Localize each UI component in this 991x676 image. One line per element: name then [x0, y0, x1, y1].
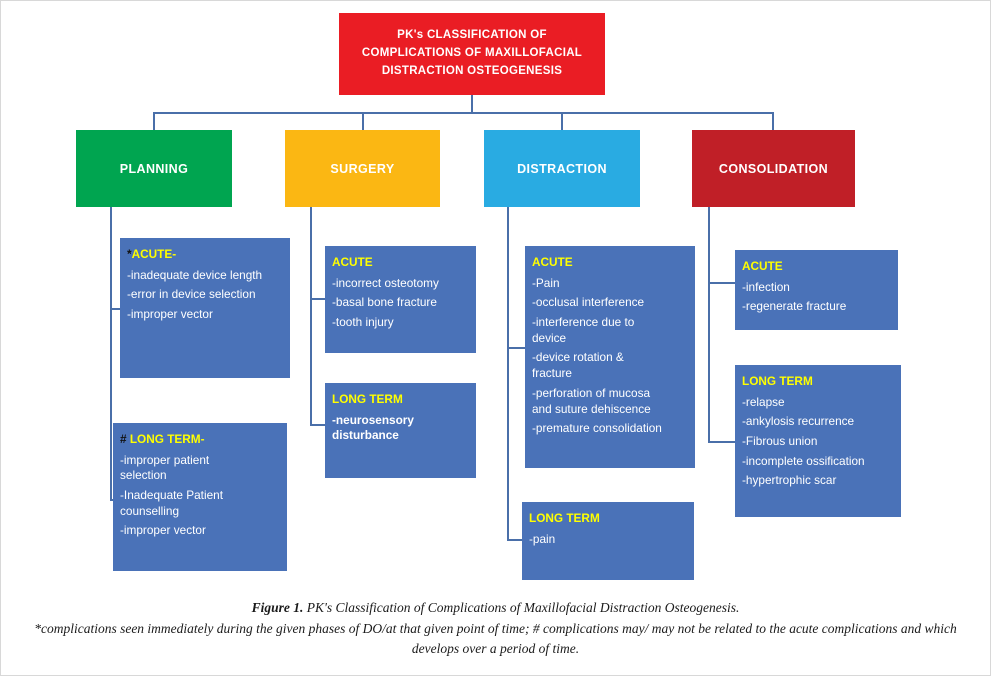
connector-distraction-long — [507, 539, 525, 541]
detail-item: -regenerate fracture — [742, 299, 847, 314]
detail-heading: ACUTE — [332, 255, 373, 269]
connector-planning-acute — [110, 308, 122, 310]
phase-box-consolidation[interactable]: CONSOLIDATION — [692, 130, 855, 207]
phase-box-planning[interactable]: PLANNING — [76, 130, 232, 207]
detail-box-distraction-acute[interactable]: ACUTE -Pain -occlusal interference -inte… — [525, 246, 695, 468]
detail-heading: # LONG TERM- — [120, 432, 281, 448]
detail-item: -improper patient selection — [120, 452, 210, 483]
detail-heading: ACUTE — [742, 259, 783, 273]
detail-heading: LONG TERM — [529, 511, 600, 525]
detail-heading: LONG TERM — [332, 392, 403, 406]
connector-consolidation-spine — [708, 207, 710, 442]
connector-surgery-acute — [310, 298, 327, 300]
connector-horizontal-bus — [153, 112, 773, 114]
detail-item: -tooth injury — [332, 315, 394, 330]
detail-item: -perforation of mucosa and suture dehisc… — [532, 385, 651, 416]
detail-item: -Inadequate Patient counselling — [120, 488, 223, 518]
phase-box-surgery[interactable]: SURGERY — [285, 130, 440, 207]
detail-heading: LONG TERM — [742, 374, 813, 388]
detail-item: -basal bone fracture — [332, 295, 437, 310]
connector-consolidation-long — [708, 441, 736, 443]
acute-marker: * — [127, 247, 132, 261]
detail-item: -improper vector — [120, 523, 206, 538]
caption-line-1: Figure 1. PK's Classification of Complic… — [14, 598, 977, 619]
detail-item: -inadequate device length — [127, 267, 263, 282]
chart-title-text: PK's CLASSIFICATION OF COMPLICATIONS OF … — [362, 27, 582, 80]
detail-box-consolidation-acute[interactable]: ACUTE -infection -regenerate fracture — [735, 250, 898, 330]
title-line-1: PK's CLASSIFICATION OF — [397, 29, 547, 42]
detail-item: -ankylosis recurrence — [742, 414, 855, 429]
detail-box-planning-acute[interactable]: *ACUTE- -inadequate device length -error… — [120, 238, 290, 378]
detail-item: -device rotation & fracture — [532, 350, 624, 381]
detail-item: -Fibrous union — [742, 434, 818, 449]
detail-item: -relapse — [742, 394, 785, 409]
caption-line-2: *complications seen immediately during t… — [34, 620, 957, 657]
detail-box-planning-longterm[interactable]: # LONG TERM- -improper patient selection… — [113, 423, 287, 571]
detail-heading: ACUTE — [532, 255, 573, 269]
detail-item: -Pain — [532, 275, 560, 290]
connector-to-distraction — [561, 112, 563, 131]
connector-surgery-long — [310, 424, 327, 426]
connector-to-surgery — [362, 112, 364, 131]
phase-label-planning: PLANNING — [119, 161, 189, 176]
connector-title-down — [471, 95, 473, 113]
connector-to-consolidation — [772, 112, 774, 131]
detail-item: -interference due to device — [532, 315, 635, 345]
connector-consolidation-acute — [708, 282, 736, 284]
detail-item: -premature consolidation — [532, 421, 662, 436]
detail-item: -neurosensory disturbance — [332, 412, 414, 443]
connector-surgery-spine — [310, 207, 312, 425]
detail-item: -occlusal interference — [532, 295, 645, 310]
detail-item: -improper vector — [127, 307, 213, 322]
flowchart-canvas: PK's CLASSIFICATION OF COMPLICATIONS OF … — [76, 13, 901, 580]
connector-distraction-spine — [507, 207, 509, 540]
detail-heading-text: LONG TERM- — [126, 432, 205, 446]
connector-planning-long — [110, 499, 115, 501]
detail-box-consolidation-longterm[interactable]: LONG TERM -relapse -ankylosis recurrence… — [735, 365, 901, 517]
detail-item: -error in device selection — [127, 287, 256, 302]
connector-to-planning — [153, 112, 155, 131]
detail-box-surgery-acute[interactable]: ACUTE -incorrect osteotomy -basal bone f… — [325, 246, 476, 353]
title-line-3: DISTRACTION OSTEOGENESIS — [381, 64, 563, 77]
detail-item: -incorrect osteotomy — [332, 275, 439, 290]
detail-item: -pain — [529, 531, 556, 546]
caption-title: PK's Classification of Complications of … — [303, 600, 740, 615]
title-line-2: COMPLICATIONS OF MAXILLOFACIAL — [361, 47, 583, 60]
figure-caption: Figure 1. PK's Classification of Complic… — [0, 598, 991, 660]
detail-item: -hypertrophic scar — [742, 473, 837, 488]
detail-box-distraction-longterm[interactable]: LONG TERM -pain — [522, 502, 694, 580]
phase-box-distraction[interactable]: DISTRACTION — [484, 130, 640, 207]
connector-planning-spine — [110, 207, 112, 500]
detail-heading: *ACUTE- — [127, 247, 284, 263]
detail-box-surgery-longterm[interactable]: LONG TERM -neurosensory disturbance — [325, 383, 476, 478]
chart-title-box: PK's CLASSIFICATION OF COMPLICATIONS OF … — [339, 13, 605, 95]
phase-label-consolidation: CONSOLIDATION — [718, 161, 829, 176]
detail-heading-text: ACUTE- — [131, 247, 177, 261]
phase-label-distraction: DISTRACTION — [517, 161, 607, 176]
detail-item: -incomplete ossification — [742, 453, 865, 468]
caption-figure-label: Figure 1. — [251, 600, 304, 615]
longterm-marker: # — [120, 432, 127, 446]
connector-distraction-acute — [507, 347, 527, 349]
phase-label-surgery: SURGERY — [330, 161, 395, 176]
detail-item: -infection — [742, 279, 790, 294]
